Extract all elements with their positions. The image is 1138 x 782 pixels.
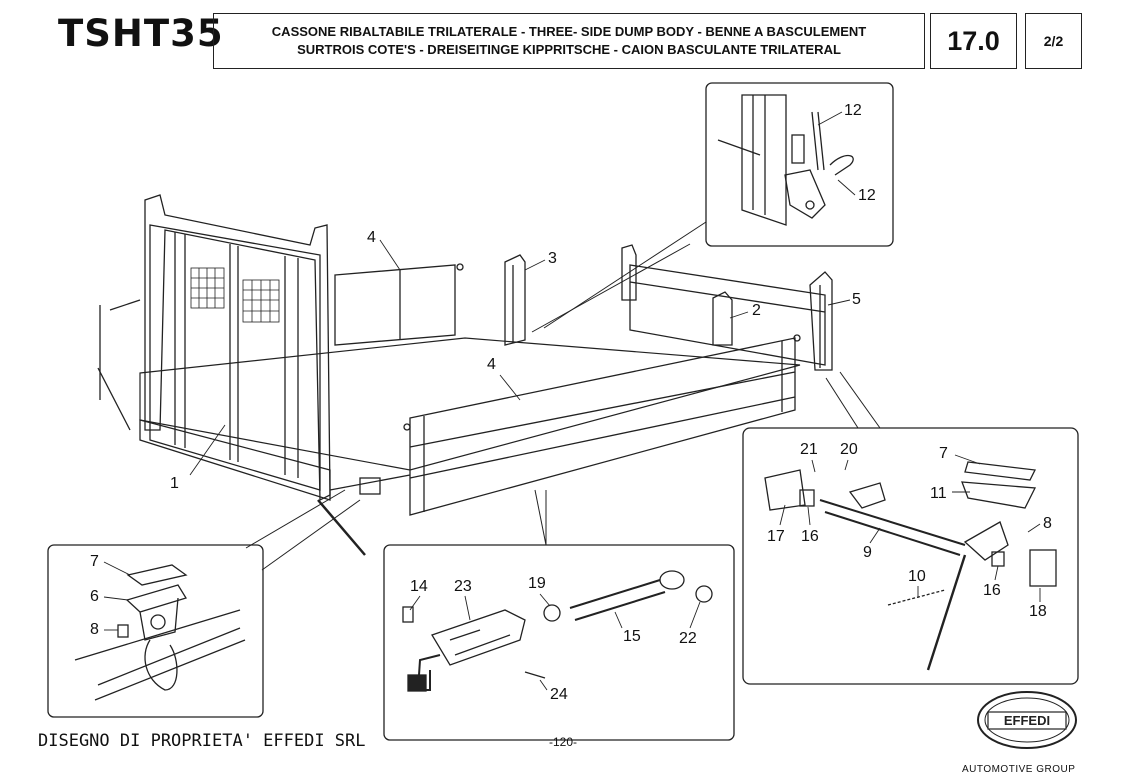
detail-post-pin xyxy=(531,82,894,333)
callout-8-right: 8 xyxy=(1043,515,1052,532)
callout-17: 17 xyxy=(767,528,785,545)
callout-15: 15 xyxy=(623,628,641,645)
callout-7-left: 7 xyxy=(90,553,99,570)
dump-body-assembly xyxy=(97,194,833,556)
callout-21: 21 xyxy=(800,441,818,458)
callout-9: 9 xyxy=(863,544,872,561)
callout-11: 11 xyxy=(930,485,947,502)
logo-subtitle: AUTOMOTIVE GROUP xyxy=(962,764,1076,775)
callout-2: 2 xyxy=(752,302,761,319)
callout-22: 22 xyxy=(679,630,697,647)
page-number: -120- xyxy=(549,735,578,749)
callout-1: 1 xyxy=(170,475,179,492)
effedi-logo: EFFEDI xyxy=(976,690,1078,750)
callout-16-right: 16 xyxy=(983,582,1001,599)
callout-20: 20 xyxy=(840,441,858,458)
callout-7-right: 7 xyxy=(939,445,948,462)
callout-23: 23 xyxy=(454,578,472,595)
callout-16-left: 16 xyxy=(801,528,819,545)
detail-locking-pin xyxy=(383,489,735,741)
callout-18: 18 xyxy=(1029,603,1047,620)
callout-6: 6 xyxy=(90,588,99,605)
callout-24: 24 xyxy=(550,686,568,703)
callout-4-front-board: 4 xyxy=(487,356,496,373)
callout-12-pin: 12 xyxy=(844,102,862,119)
drawing-title-line1: CASSONE RIBALTABILE TRILATERALE - THREE-… xyxy=(271,24,867,39)
callout-19: 19 xyxy=(528,575,546,592)
callout-10: 10 xyxy=(908,568,926,585)
callout-12-clip: 12 xyxy=(858,187,876,204)
ownership-notice: DISEGNO DI PROPRIETA' EFFEDI SRL xyxy=(38,731,366,751)
drawing-title-box: CASSONE RIBALTABILE TRILATERALE - THREE-… xyxy=(213,13,925,69)
section-number: 17.0 xyxy=(930,13,1017,69)
detail-hinge-bracket xyxy=(47,489,361,718)
callout-8-left: 8 xyxy=(90,621,99,638)
sheet-number: 2/2 xyxy=(1025,13,1082,69)
logo-wordmark: EFFEDI xyxy=(1004,713,1050,728)
model-code: TSHT35 xyxy=(58,12,224,55)
callout-4-rear-board: 4 xyxy=(367,229,376,246)
drawing-title-line2: SURTROIS COTE'S - DREISEITINGE KIPPRITSC… xyxy=(297,42,841,57)
callout-14: 14 xyxy=(410,578,428,595)
callout-3: 3 xyxy=(548,250,557,267)
detail-hinge-axle xyxy=(742,371,1079,685)
callout-5: 5 xyxy=(852,291,861,308)
